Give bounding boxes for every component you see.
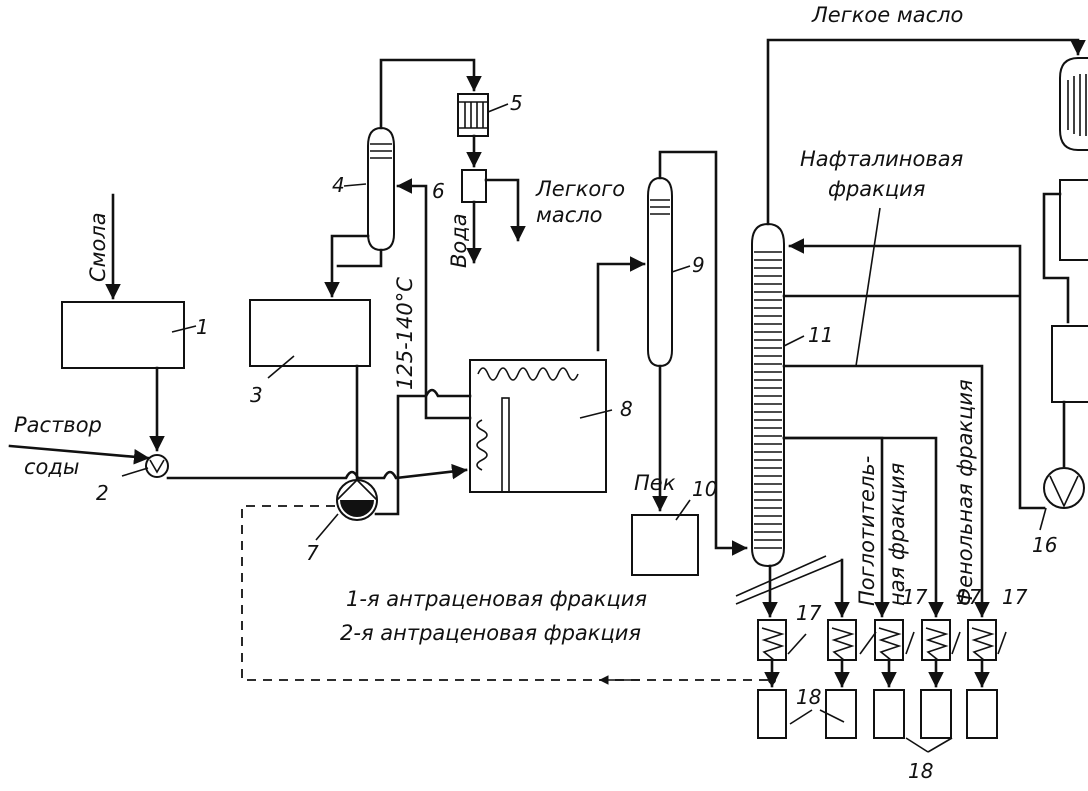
label-light-oil-a: Легкого: [535, 177, 625, 201]
condenser-5: [457, 93, 489, 137]
number-3: 3: [250, 383, 263, 407]
piping: [8, 38, 1086, 753]
evaporator-9: [647, 176, 673, 368]
right-condenser: [1059, 57, 1088, 151]
label-absorption-a: Поглотитель-: [855, 456, 879, 606]
label-tar: Смола: [86, 212, 110, 282]
receivers-18: [757, 689, 998, 739]
pump-7: [336, 479, 378, 521]
tank-3: [249, 299, 371, 367]
label-light-oil-top: Легкое масло: [811, 3, 963, 27]
number-7: 7: [306, 541, 319, 565]
pump-16: [1043, 467, 1085, 509]
right-receiver: [1051, 325, 1088, 403]
tar-tank-1: [61, 301, 185, 369]
separator-6: [461, 169, 487, 203]
pump-2: [145, 454, 169, 478]
number-9: 9: [692, 253, 705, 277]
label-phenol: Фенольная фракция: [953, 379, 977, 606]
label-pitch: Пек: [634, 471, 676, 495]
number-6: 6: [432, 179, 445, 203]
tube-furnace-8: [469, 359, 607, 493]
number-18-a: 18: [796, 685, 821, 709]
rectification-column-11: [751, 222, 785, 568]
number-11: 11: [808, 323, 833, 347]
pitch-receiver-10: [631, 514, 699, 576]
label-water: Вода: [447, 213, 471, 268]
number-10: 10: [692, 477, 717, 501]
label-naphthalene-b: фракция: [828, 177, 925, 201]
label-anthracene-2: 2-я антраценовая фракция: [340, 621, 641, 645]
number-8: 8: [620, 397, 633, 421]
number-17-a: 17: [796, 601, 822, 625]
number-2: 2: [96, 481, 109, 505]
label-soda-solution: Раствор: [14, 413, 102, 437]
number-16: 16: [1032, 533, 1057, 557]
number-18-b: 18: [908, 759, 933, 783]
label-light-oil-b: масло: [536, 203, 603, 227]
number-17-d: 17: [1002, 585, 1028, 609]
label-absorption-b: ная фракция: [885, 463, 909, 606]
evaporator-4: [367, 126, 395, 252]
coolers-17: [757, 619, 997, 661]
number-1: 1: [196, 315, 209, 339]
number-17-c: 17: [956, 585, 982, 609]
label-soda: соды: [24, 455, 80, 479]
number-17-b: 17: [902, 585, 928, 609]
number-4: 4: [332, 173, 345, 197]
right-separator: [1059, 179, 1088, 261]
number-5: 5: [510, 91, 523, 115]
label-naphthalene-a: Нафталиновая: [800, 147, 963, 171]
label-temperature: 125-140°C: [393, 277, 417, 390]
label-anthracene-1: 1-я антраценовая фракция: [346, 587, 647, 611]
